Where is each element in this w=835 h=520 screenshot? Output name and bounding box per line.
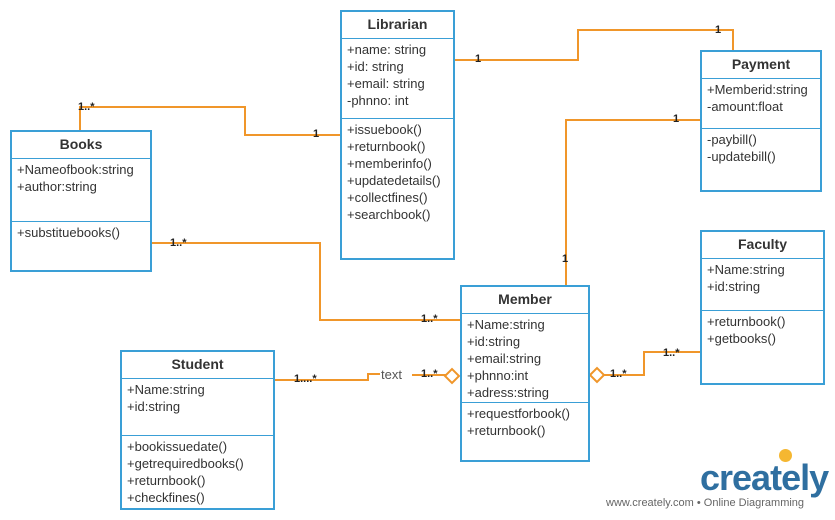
- aggregation-diamond-student: [443, 367, 461, 385]
- method: +bookissuedate(): [127, 439, 228, 454]
- attribute: +id:string: [467, 334, 521, 349]
- attribute: +Memberid:string: [707, 82, 808, 97]
- connector-books-member: [152, 242, 460, 321]
- method: +returnbook(): [347, 139, 426, 154]
- connector-librarian-payment: [455, 29, 734, 61]
- attributes-section: +Name:string +id:string: [122, 378, 273, 435]
- attributes-section: +Name:string +id:string: [702, 258, 823, 310]
- method: +returnbook(): [127, 473, 206, 488]
- method: +returnbook(): [707, 314, 786, 329]
- attribute: +email: string: [347, 76, 425, 91]
- methods-section: -paybill() -updatebill(): [702, 128, 820, 167]
- class-title: Student: [171, 356, 224, 372]
- class-title: Member: [498, 291, 552, 307]
- method: -paybill(): [707, 132, 757, 147]
- attributes-section: +name: string +id: string +email: string…: [342, 38, 453, 118]
- attribute: +id: string: [347, 59, 404, 74]
- attributes-section: +Memberid:string -amount:float: [702, 78, 820, 128]
- methods-section: +requestforbook() +returnbook(): [462, 402, 588, 441]
- class-title: Faculty: [737, 236, 787, 252]
- lightbulb-icon: [779, 449, 792, 462]
- attribute: +Name:string: [707, 262, 785, 277]
- class-title: Books: [59, 136, 103, 152]
- multiplicity-label: 1: [475, 53, 482, 65]
- multiplicity-label: 1..*: [610, 368, 627, 380]
- creately-logo: creately: [700, 457, 829, 498]
- aggregation-diamond-faculty: [588, 366, 606, 384]
- attribute: +phnno:int: [467, 368, 529, 383]
- multiplicity-label: 1..*: [421, 368, 438, 380]
- brand-tagline: www.creately.com • Online Diagramming: [606, 497, 805, 509]
- attribute: +adress:string: [467, 385, 550, 400]
- class-faculty[interactable]: Faculty +Name:string +id:string +returnb…: [700, 230, 825, 385]
- method: +memberinfo(): [347, 156, 432, 171]
- attribute: +Nameofbook:string: [17, 162, 134, 177]
- attributes-section: +Name:string +id:string +email:string +p…: [462, 313, 588, 402]
- methods-section: +issuebook() +returnbook() +memberinfo()…: [342, 118, 453, 225]
- multiplicity-label: 1..*: [421, 313, 438, 325]
- attributes-section: +Nameofbook:string +author:string: [12, 158, 150, 221]
- class-student[interactable]: Student +Name:string +id:string +bookiss…: [120, 350, 275, 510]
- class-payment[interactable]: Payment +Memberid:string -amount:float -…: [700, 50, 822, 192]
- connector-student-member: [275, 373, 380, 381]
- multiplicity-label: 1: [673, 113, 680, 125]
- method: +getrequiredbooks(): [127, 456, 244, 471]
- multiplicity-label: 1: [715, 24, 722, 36]
- method: +getbooks(): [707, 331, 777, 346]
- attribute: +email:string: [467, 351, 542, 366]
- connector-member-faculty: [603, 351, 700, 376]
- multiplicity-label: 1: [562, 253, 569, 265]
- multiplicity-label: 1..*: [663, 347, 680, 359]
- methods-section: +bookissuedate() +getrequiredbooks() +re…: [122, 435, 273, 508]
- attribute: -amount:float: [707, 99, 783, 114]
- multiplicity-label: 1..*: [78, 101, 95, 113]
- method: +returnbook(): [467, 423, 546, 438]
- method: +collectfines(): [347, 190, 428, 205]
- class-books[interactable]: Books +Nameofbook:string +author:string …: [10, 130, 152, 272]
- class-title: Payment: [731, 56, 791, 72]
- attribute: +name: string: [347, 42, 427, 57]
- method: +searchbook(): [347, 207, 431, 222]
- method: +substituebooks(): [17, 225, 120, 240]
- method: +issuebook(): [347, 122, 422, 137]
- attribute: +id:string: [127, 399, 181, 414]
- attribute: +Name:string: [127, 382, 205, 397]
- method: +requestforbook(): [467, 406, 570, 421]
- methods-section: +substituebooks(): [12, 221, 150, 243]
- connector-payment-member: [565, 119, 700, 285]
- class-librarian[interactable]: Librarian +name: string +id: string +ema…: [340, 10, 455, 260]
- method: +checkfines(): [127, 490, 205, 505]
- method: +updatedetails(): [347, 173, 441, 188]
- multiplicity-label: 1: [313, 128, 320, 140]
- class-title: Librarian: [367, 16, 428, 32]
- attribute: +Name:string: [467, 317, 545, 332]
- multiplicity-label: 1..*: [170, 237, 187, 249]
- multiplicity-label: 1....*: [294, 373, 317, 385]
- class-member[interactable]: Member +Name:string +id:string +email:st…: [460, 285, 590, 462]
- attribute: -phnno: int: [347, 93, 409, 108]
- connector-text-label: text: [381, 367, 402, 382]
- attribute: +author:string: [17, 179, 97, 194]
- method: -updatebill(): [707, 149, 776, 164]
- connector-books-librarian: [79, 106, 340, 136]
- methods-section: +returnbook() +getbooks(): [702, 310, 823, 349]
- attribute: +id:string: [707, 279, 761, 294]
